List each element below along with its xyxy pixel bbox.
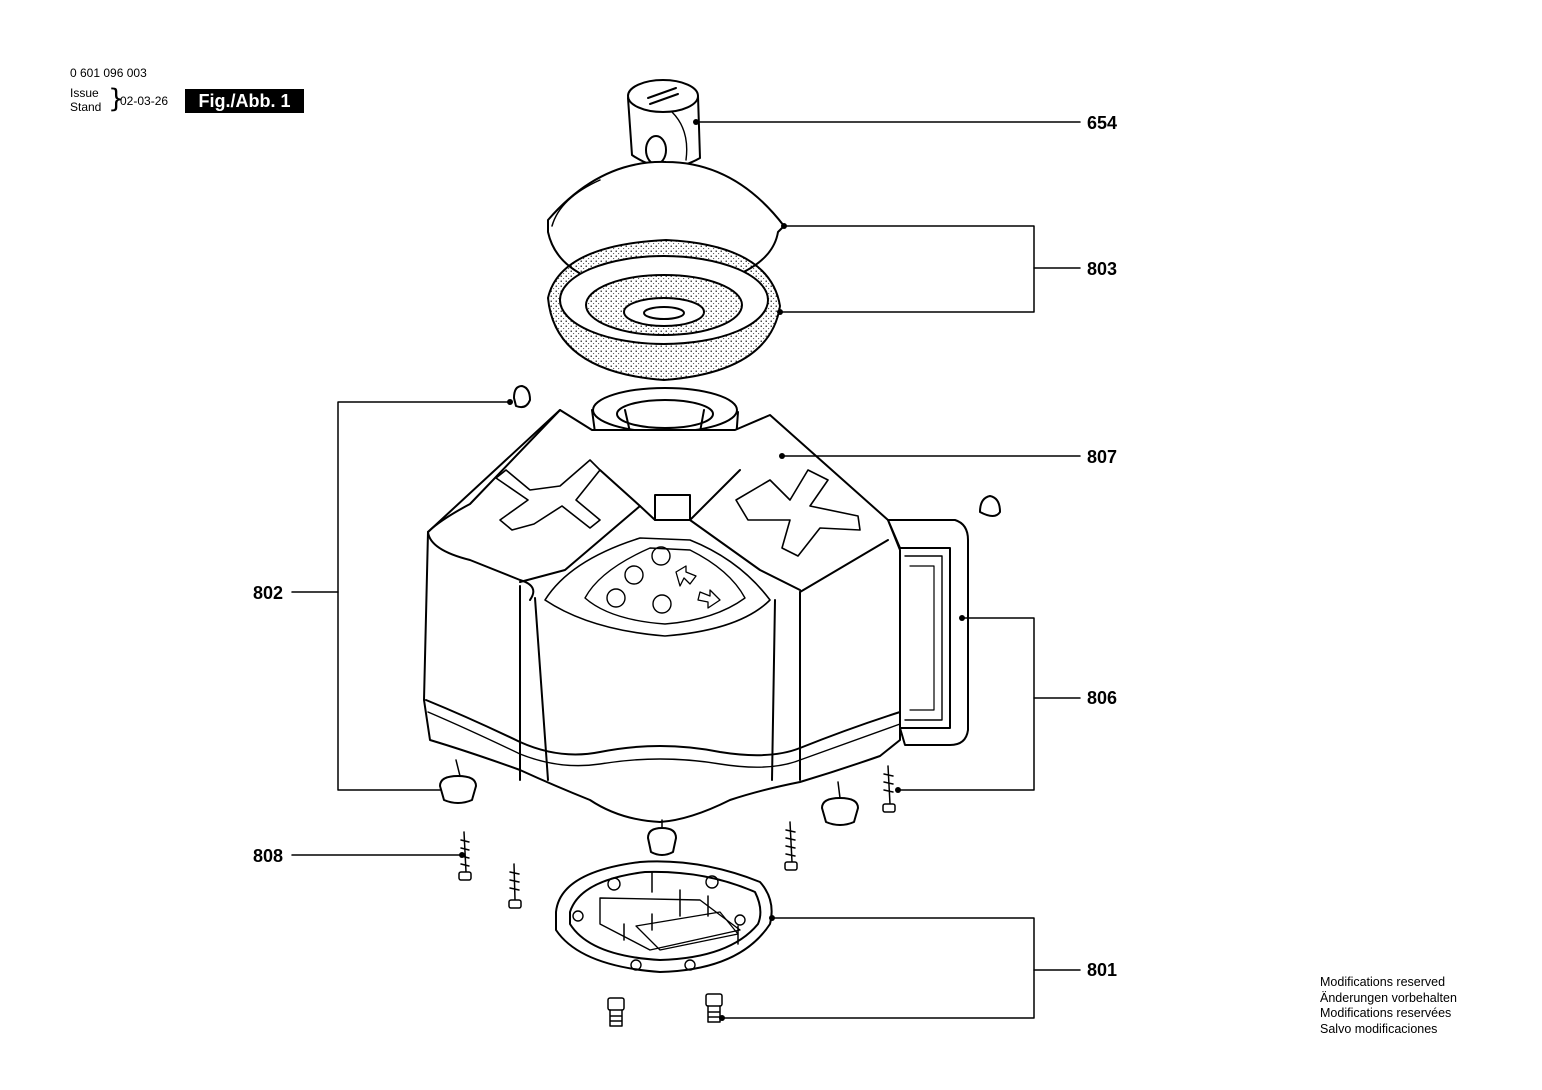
leader-lines [291, 121, 1081, 1019]
callout-806: 806 [1087, 688, 1118, 708]
callout-802: 802 [253, 583, 284, 603]
notice-line-es: Salvo modificaciones [1320, 1021, 1438, 1036]
part-803-foam-ring [547, 239, 781, 381]
callout-803: 803 [1087, 259, 1118, 279]
part-802-cap-top [513, 385, 531, 409]
part-654-knob [627, 79, 701, 169]
callout-654: 654 [1087, 113, 1118, 133]
part-808-screws [458, 765, 896, 909]
callout-801: 801 [1087, 960, 1118, 980]
callout-808: 808 [253, 846, 284, 866]
figure-badge: Fig./Abb. 1 [185, 89, 304, 113]
part-number: 0 601 096 003 [70, 66, 147, 80]
notice-line-en: Modifications reserved [1320, 975, 1446, 989]
leader-dots [459, 119, 965, 1021]
brace-glyph: } [108, 84, 125, 114]
callout-807: 807 [1087, 447, 1118, 467]
part-802-feet [439, 759, 859, 856]
issue-date: 02-03-26 [120, 94, 169, 108]
part-801-base-plate [555, 860, 773, 973]
notice-line-de: Änderungen vorbehalten [1320, 990, 1457, 1005]
issue-stand-label: Issue Stand [70, 86, 101, 114]
housing-body [423, 409, 901, 823]
issue-label: Issue [70, 86, 99, 100]
part-801-screws [607, 993, 723, 1027]
part-806-handle [887, 495, 1001, 746]
modifications-notice: Modifications reserved Änderungen vorbeh… [1320, 975, 1457, 1037]
notice-line-fr: Modifications reservées [1320, 1006, 1452, 1020]
stand-label: Stand [70, 100, 102, 114]
